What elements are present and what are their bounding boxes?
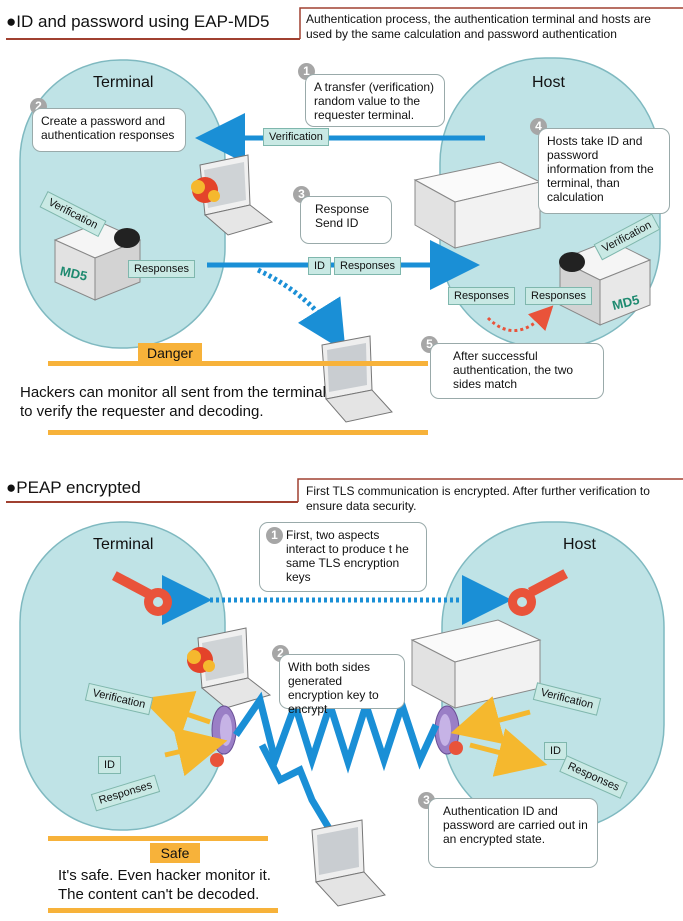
callout-step-1-text: A transfer (verification) random value t… <box>314 80 435 122</box>
s2-callout-step-2: With both sides generated encryption key… <box>279 654 405 716</box>
safe-text: It's safe. Even hacker monitor it. The c… <box>58 867 271 903</box>
match-arrow <box>486 305 554 333</box>
hacker-intercept-arrow <box>256 267 346 352</box>
danger-band-top <box>48 361 428 366</box>
orange-arrow-right-2 <box>469 728 548 777</box>
callout-step-4: Hosts take ID and password information f… <box>538 128 670 214</box>
responses-arrow-tag: Responses <box>334 257 402 275</box>
callout-step-4-text: Hosts take ID and password information f… <box>547 134 654 204</box>
danger-label: Danger <box>138 343 202 363</box>
danger-text: Hackers can monitor all sent from the te… <box>20 384 326 420</box>
s2-callout-step-3: Authentication ID and password are carri… <box>428 798 598 868</box>
orange-arrow-left-2 <box>164 727 228 777</box>
laptop-terminal-1 <box>191 154 274 236</box>
section1-title: ●ID and password using EAP-MD5 <box>6 12 270 31</box>
key-icon-left <box>111 571 172 616</box>
callout-step-2-text: Create a password and authentication res… <box>41 114 175 142</box>
s2-id-right-tag: ID <box>544 742 567 760</box>
md5-cube-left <box>53 221 142 301</box>
responses-host-right-tag: Responses <box>525 287 593 305</box>
section1-host-label: Host <box>532 74 565 91</box>
responses-host-left-tag: Responses <box>448 287 516 305</box>
orange-arrow-right-1 <box>450 696 531 745</box>
hacker-laptop-1 <box>321 335 393 423</box>
s2-callout-step-1-text: First, two aspects interact to produce t… <box>286 528 409 584</box>
section2-title: ●PEAP encrypted <box>6 478 141 497</box>
section2-description: First TLS communication is encrypted. Af… <box>306 484 650 513</box>
section1-description: Authentication process, the authenticati… <box>306 12 651 41</box>
safe-label: Safe <box>150 843 200 863</box>
responses-cube-left-tag: Responses <box>128 260 196 278</box>
section2-terminal-label: Terminal <box>93 536 154 553</box>
callout-step-1: A transfer (verification) random value t… <box>305 74 445 127</box>
encrypted-leak-to-hacker <box>258 743 334 832</box>
md5-cube-right <box>558 239 652 326</box>
callout-step-5-text: After successful authentication, the two… <box>453 349 574 391</box>
section1-terminal-label: Terminal <box>93 74 154 91</box>
verification-arrow-tag: Verification <box>263 128 329 146</box>
callout-step-5: After successful authentication, the two… <box>430 343 604 399</box>
s2-id-left-tag: ID <box>98 756 121 774</box>
hacker-laptop-2 <box>311 819 386 907</box>
section2-host-label: Host <box>563 536 596 553</box>
safe-band-bottom <box>48 908 278 913</box>
s2-callout-step-2-text: With both sides generated encryption key… <box>288 660 379 716</box>
key-icon-right <box>508 569 569 616</box>
callout-step-3-text: Response Send ID <box>315 202 370 230</box>
s2-step-number-1-overlay: 1 <box>266 527 283 544</box>
callout-step-3: Response Send ID <box>300 196 392 244</box>
danger-band-bottom <box>48 430 428 435</box>
orange-arrow-left-1 <box>141 690 211 739</box>
s2-callout-step-1: First, two aspects interact to produce t… <box>259 522 427 592</box>
callout-step-2: Create a password and authentication res… <box>32 108 186 152</box>
s2-callout-step-3-text: Authentication ID and password are carri… <box>443 804 588 846</box>
laptop-terminal-2 <box>187 627 272 709</box>
encrypted-link <box>233 691 440 774</box>
id-tag: ID <box>308 257 331 275</box>
safe-band-top <box>48 836 268 841</box>
server-host-2 <box>410 619 542 709</box>
